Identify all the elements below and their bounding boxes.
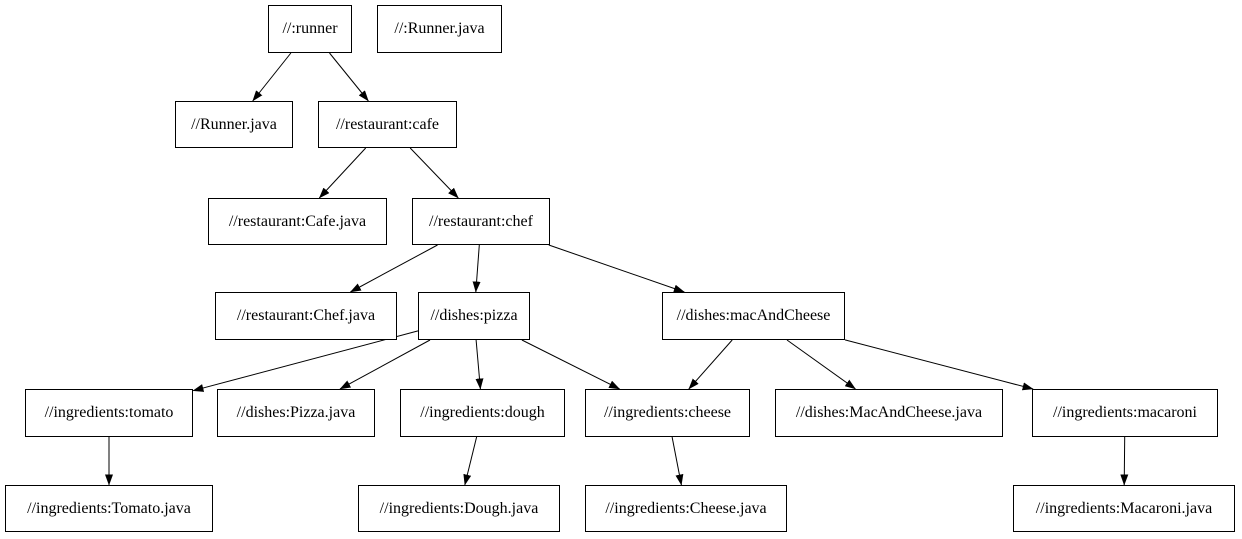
graph-node-label: //ingredients:Cheese.java [605, 499, 767, 517]
graph-node-tomato: //ingredients:tomato [25, 389, 193, 437]
graph-node-macaroni: //ingredients:macaroni [1032, 389, 1218, 437]
graph-node-label: //restaurant:Chef.java [236, 307, 376, 324]
edge-mac-and-cheese-to-mac-and-cheese-java [786, 339, 856, 390]
graph-node-label: //dishes:pizza [430, 307, 518, 324]
graph-node-pizza-java: //dishes:Pizza.java [217, 389, 375, 437]
edge-pizza-to-dough [475, 339, 484, 390]
graph-node-runner-java-root: //:Runner.java [377, 5, 502, 53]
graph-node-label: //ingredients:tomato [44, 404, 174, 421]
edge-pizza-to-pizza-java [339, 339, 431, 390]
edge-mac-and-cheese-to-cheese [688, 339, 733, 390]
edge-chef-to-mac-and-cheese [548, 244, 685, 293]
graph-node-chef: //restaurant:chef [412, 198, 550, 245]
graph-node-cheese-java: //ingredients:Cheese.java [585, 485, 787, 532]
graph-node-label: //restaurant:chef [429, 212, 533, 230]
graph-node-label: //ingredients:Dough.java [379, 499, 539, 517]
edge-cafe-to-cafe-java [318, 147, 367, 199]
graph-node-label: //:runner [282, 20, 338, 37]
graph-node-runner: //:runner [268, 5, 352, 53]
edge-mac-and-cheese-to-macaroni [844, 339, 1034, 391]
graph-node-label: //ingredients:Tomato.java [27, 499, 191, 517]
graph-node-cafe: //restaurant:cafe [318, 101, 457, 148]
graph-node-runner-java: //Runner.java [175, 101, 293, 148]
graph-node-label: //dishes:Pizza.java [236, 404, 356, 421]
graph-node-pizza: //dishes:pizza [418, 292, 530, 340]
graph-node-label: //dishes:MacAndCheese.java [795, 404, 983, 421]
graph-node-label: //Runner.java [191, 115, 277, 133]
graph-node-label: //ingredients:dough [420, 404, 545, 421]
graph-node-macaroni-java: //ingredients:Macaroni.java [1013, 485, 1235, 532]
graph-node-mac-and-cheese-java: //dishes:MacAndCheese.java [775, 389, 1003, 437]
edge-macaroni-to-macaroni-java [1120, 436, 1129, 486]
graph-node-label: //restaurant:cafe [335, 115, 440, 133]
edge-chef-to-chef-java [349, 244, 438, 293]
graph-node-label: //:Runner.java [394, 20, 485, 37]
edge-dough-to-dough-java [463, 436, 478, 486]
graph-node-tomato-java: //ingredients:Tomato.java [5, 485, 213, 532]
graph-node-label: //dishes:macAndCheese [676, 307, 831, 324]
edge-runner-to-runner-java [252, 52, 292, 102]
graph-node-label: //ingredients:Macaroni.java [1035, 499, 1213, 517]
graph-node-label: //ingredients:macaroni [1053, 404, 1197, 421]
edge-runner-to-cafe [329, 52, 369, 102]
graph-node-mac-and-cheese: //dishes:macAndCheese [662, 292, 845, 340]
graph-node-chef-java: //restaurant:Chef.java [215, 292, 397, 340]
graph-node-dough-java: //ingredients:Dough.java [358, 485, 560, 532]
edge-cheese-to-cheese-java [671, 436, 684, 486]
edge-pizza-to-cheese [521, 339, 621, 390]
edge-cafe-to-chef [409, 147, 459, 199]
graph-node-cafe-java: //restaurant:Cafe.java [208, 198, 387, 245]
graph-node-label: //ingredients:cheese [603, 404, 732, 421]
graph-node-label: //restaurant:Cafe.java [228, 212, 367, 230]
graph-node-cheese: //ingredients:cheese [585, 389, 750, 437]
graph-node-dough: //ingredients:dough [400, 389, 565, 437]
edge-chef-to-pizza [472, 244, 481, 293]
